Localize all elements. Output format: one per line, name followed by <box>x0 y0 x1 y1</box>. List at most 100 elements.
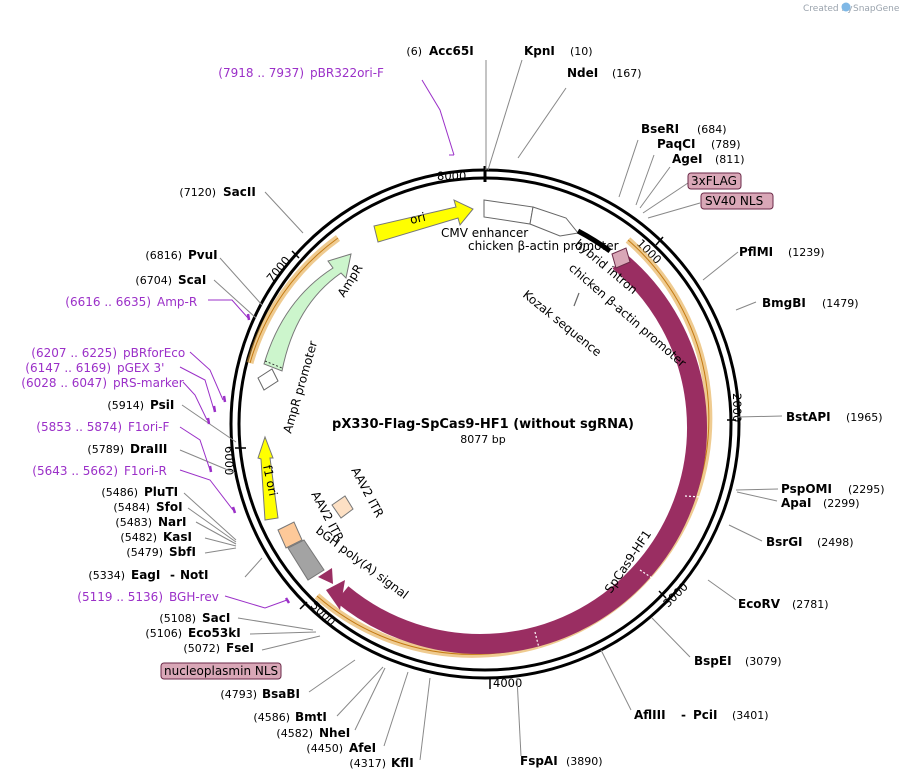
enzyme-pos-saci: (5108) <box>159 612 196 625</box>
enzyme-kasi[interactable]: KasI <box>163 530 192 544</box>
aav2-itr-outer <box>277 521 303 549</box>
enzyme-pluti[interactable]: PluTI <box>144 485 178 499</box>
enzyme-ecorv[interactable]: EcoRV <box>738 597 781 611</box>
flag-marker <box>621 262 632 276</box>
enzyme-eagi-sep: - <box>170 568 175 582</box>
box-nucleoplasmin-nls[interactable] <box>160 662 282 680</box>
enzyme-pos-pspomi: (2295) <box>848 483 885 496</box>
primer-range-pgex3: (6147 .. 6169) <box>25 361 111 375</box>
primer-range-ampr: (6616 .. 6635) <box>65 295 151 309</box>
enzyme-pos-acc65i: (6) <box>406 45 422 58</box>
feature-label-kozak: Kozak sequence <box>520 287 604 359</box>
enzyme-fspai[interactable]: FspAI <box>520 754 558 768</box>
enzyme-pflmi[interactable]: PflMI <box>739 245 773 259</box>
enzyme-pos-afei: (4450) <box>306 742 343 755</box>
enzyme-pos-ecorv: (2781) <box>792 598 829 611</box>
enzyme-pos-bmgbi: (1479) <box>822 297 859 310</box>
ampr-promoter-arrow <box>257 368 279 391</box>
enzyme-pos-nari: (5483) <box>115 516 152 529</box>
aav2-itr-inner <box>331 495 354 519</box>
credit-prefix: Created by <box>803 4 853 14</box>
plasmid-title: pX330-Flag-SpCas9-HF1 (without sgRNA) <box>332 417 634 432</box>
box-3xflag[interactable] <box>687 172 742 190</box>
enzyme-kfli[interactable]: KflI <box>391 756 414 770</box>
enzyme-pos-sbfi: (5479) <box>126 546 163 559</box>
enzyme-aflii[interactable]: AflIII <box>634 708 666 722</box>
primer-bghrev[interactable]: BGH-rev <box>169 590 219 604</box>
enzyme-nari[interactable]: NarI <box>158 515 187 529</box>
enzyme-psii[interactable]: PsiI <box>150 398 174 412</box>
primer-pbr322ori[interactable]: pBR322ori-F <box>310 66 384 80</box>
cas9-segment-mark <box>534 631 540 649</box>
enzyme-bspei[interactable]: BspEI <box>694 654 732 668</box>
credit-brand: SnapGene <box>853 4 900 14</box>
enzyme-agei[interactable]: AgeI <box>672 152 702 166</box>
enzyme-bsrgi[interactable]: BsrGI <box>766 535 803 549</box>
cas9-arc <box>335 253 708 655</box>
nucleoplasmin-marker <box>318 568 333 584</box>
enzyme-pcii[interactable]: PciI <box>693 708 718 722</box>
enzyme-draiii[interactable]: DraIII <box>130 442 167 456</box>
cba-promoter-arrow <box>529 206 579 237</box>
enzyme-saci[interactable]: SacI <box>202 611 230 625</box>
enzyme-pos-pvui: (6816) <box>145 249 182 262</box>
box-sv40-nls[interactable] <box>700 192 774 210</box>
primer-pgex3[interactable]: pGEX 3' <box>117 361 164 375</box>
enzyme-bmgbi[interactable]: BmgBI <box>762 296 806 310</box>
primer-f1orif[interactable]: F1ori-F <box>128 420 169 434</box>
enzyme-pos-kasi: (5482) <box>120 531 157 544</box>
primer-range-f1orir: (5643 .. 5662) <box>32 464 118 478</box>
enzyme-bmti[interactable]: BmtI <box>295 710 327 724</box>
enzyme-pos-sfoi: (5484) <box>113 501 150 514</box>
enzyme-pvui[interactable]: PvuI <box>188 248 218 262</box>
enzyme-pos-agei: (811) <box>715 153 745 166</box>
enzyme-paqci[interactable]: PaqCI <box>657 137 695 151</box>
enzyme-pos-aflii: (3401) <box>732 709 769 722</box>
snapgene-logo-icon <box>841 2 851 12</box>
enzyme-bsabi[interactable]: BsaBI <box>262 687 300 701</box>
primer-pbrforeco[interactable]: pBRforEco <box>123 346 185 360</box>
feature-label-ori: ori <box>409 210 427 227</box>
enzyme-scai[interactable]: ScaI <box>178 273 206 287</box>
feature-label-aav2-itr-inner: AAV2 ITR <box>348 465 386 520</box>
enzyme-afei[interactable]: AfeI <box>349 741 376 755</box>
enzyme-nhei[interactable]: NheI <box>319 726 350 740</box>
hybrid-intron-bar <box>576 228 612 254</box>
enzyme-noti[interactable]: NotI <box>180 568 209 582</box>
enzyme-pos-bspei: (3079) <box>745 655 782 668</box>
primer-prsmarker[interactable]: pRS-marker <box>113 376 184 390</box>
enzyme-pos-eco53ki: (5106) <box>145 627 182 640</box>
enzyme-bstapi[interactable]: BstAPI <box>786 410 831 424</box>
enzyme-pspomi[interactable]: PspOMI <box>781 482 832 496</box>
credit: Created by SnapGene <box>803 2 900 14</box>
tick-label-7000: 7000 <box>264 253 294 284</box>
enzyme-sacii[interactable]: SacII <box>223 185 256 199</box>
enzyme-sbfi[interactable]: SbfI <box>169 545 196 559</box>
enzyme-eco53ki[interactable]: Eco53kI <box>188 626 241 640</box>
cas9-segment-mark <box>639 569 656 581</box>
enzyme-eagi[interactable]: EagI <box>131 568 160 582</box>
primer-ampr[interactable]: Amp-R <box>157 295 197 309</box>
enzyme-pos-bseri: (684) <box>697 123 727 136</box>
f1-ori-arrow <box>257 435 279 521</box>
enzyme-pos-bstapi: (1965) <box>846 411 883 424</box>
primer-range-pbrforeco: (6207 .. 6225) <box>31 346 117 360</box>
enzyme-acc65i[interactable]: Acc65I <box>429 44 474 58</box>
primer-f1orir[interactable]: F1ori-R <box>124 464 167 478</box>
enzyme-apai[interactable]: ApaI <box>781 496 811 510</box>
box-sv40-nls-label: SV40 NLS <box>705 194 763 208</box>
enzyme-pos-apai: (2299) <box>823 497 860 510</box>
enzyme-fsei[interactable]: FseI <box>226 641 254 655</box>
enzyme-sfoi[interactable]: SfoI <box>156 500 183 514</box>
enzyme-kpni[interactable]: KpnI <box>524 44 555 58</box>
feature-label-cmv: CMV enhancer <box>441 226 528 240</box>
enzyme-bseri[interactable]: BseRI <box>641 122 679 136</box>
ampr-segment-mark <box>264 360 283 369</box>
primer-range-prsmarker: (6028 .. 6047) <box>21 376 107 390</box>
enzyme-pos-eagi: (5334) <box>88 569 125 582</box>
enzyme-pos-bsabi: (4793) <box>220 688 257 701</box>
enzyme-ndei[interactable]: NdeI <box>567 66 598 80</box>
enzyme-pos-fspai: (3890) <box>566 755 603 768</box>
ampr-arrow <box>263 253 352 372</box>
